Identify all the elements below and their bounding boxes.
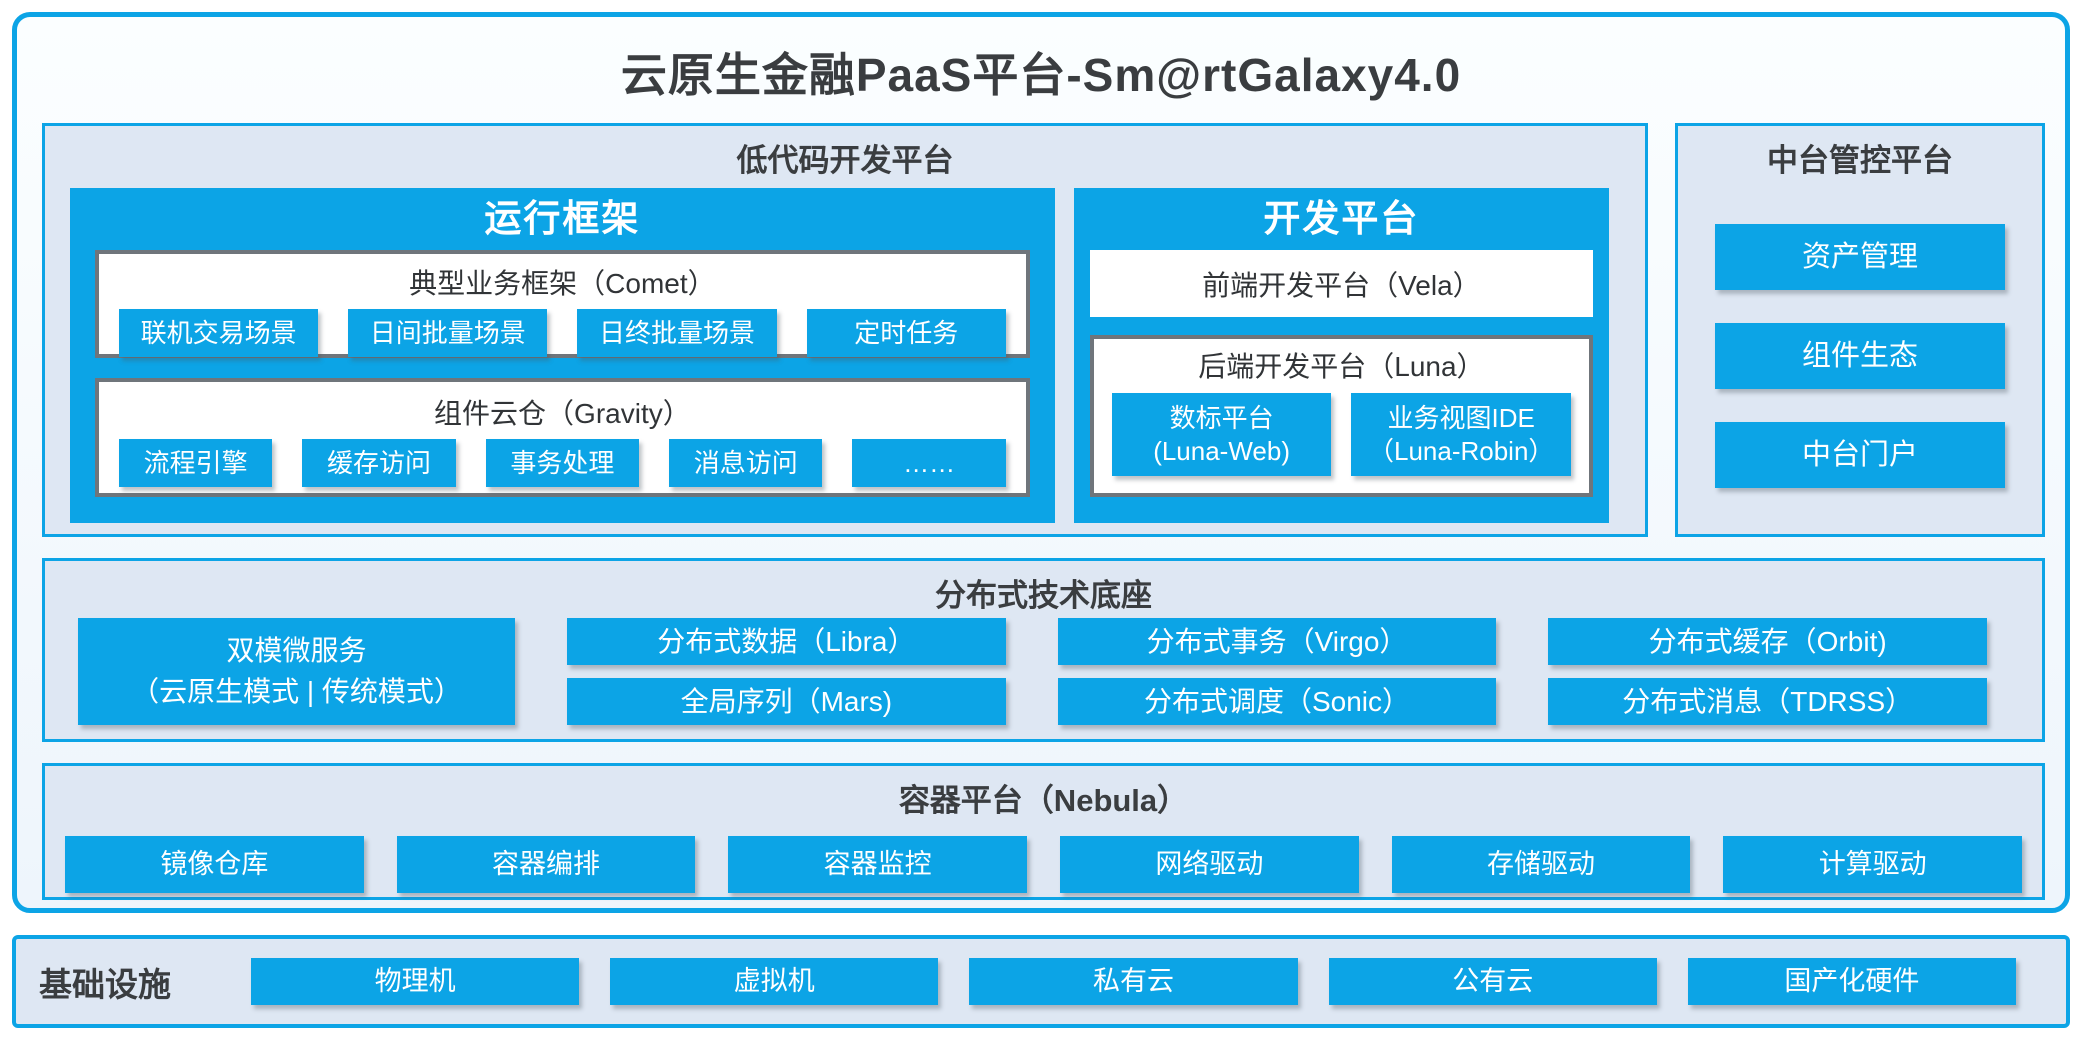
runtime-framework-header: 运行框架 — [484, 198, 641, 239]
comet-item-daytime-batch: 日间批量场景 — [348, 309, 548, 357]
distributed-header: 分布式技术底座 — [935, 578, 1152, 613]
infra-item-private-cloud: 私有云 — [969, 958, 1298, 1005]
top-row: 低代码开发平台 运行框架 典型业务框架（Comet） 联机交易场景 日间批量场景… — [42, 123, 2045, 537]
global-sequence-mars: 全局序列（Mars) — [567, 678, 1006, 725]
nebula-header: 容器平台（Nebula） — [898, 783, 1189, 818]
comet-item-scheduled-task: 定时任务 — [806, 309, 1006, 357]
gravity-item-transaction: 事务处理 — [485, 439, 640, 487]
gravity-item-message-access: 消息访问 — [669, 439, 823, 487]
infra-item-physical-machine: 物理机 — [251, 958, 580, 1005]
distributed-col-3: 分布式缓存（Orbit) 分布式消息（TDRSS） — [1548, 618, 1988, 725]
distributed-cache-orbit: 分布式缓存（Orbit) — [1548, 618, 1988, 665]
distributed-scheduling-sonic: 分布式调度（Sonic） — [1057, 678, 1497, 725]
nebula-item-orchestration: 容器编排 — [396, 836, 696, 893]
midplatform-items: 资产管理 组件生态 中台门户 — [1678, 224, 2042, 488]
luna-items: 数标平台 (Luna-Web) 业务视图IDE （Luna-Robin） — [1094, 393, 1589, 476]
lowcode-body: 运行框架 典型业务框架（Comet） 联机交易场景 日间批量场景 日终批量场景 … — [70, 188, 1609, 523]
page-title: 云原生金融PaaS平台-Sm@rtGalaxy4.0 — [620, 49, 1462, 101]
luna-backend-box: 后端开发平台（Luna） 数标平台 (Luna-Web) 业务视图IDE （Lu… — [1089, 335, 1593, 497]
gravity-warehouse-box: 组件云仓（Gravity） 流程引擎 缓存访问 事务处理 消息访问 …… — [95, 378, 1030, 497]
vela-frontend-box: 前端开发平台（Vela） — [1089, 250, 1593, 317]
nebula-item-compute-driver: 计算驱动 — [1723, 836, 2023, 893]
panel-midplatform-control: 中台管控平台 资产管理 组件生态 中台门户 — [1675, 123, 2045, 537]
comet-item-eod-batch: 日终批量场景 — [577, 309, 777, 357]
gravity-item-more: …… — [852, 439, 1006, 487]
dual-mode-line2: （云原生模式 | 传统模式） — [131, 675, 462, 707]
infra-item-public-cloud: 公有云 — [1328, 958, 1657, 1005]
nebula-item-storage-driver: 存储驱动 — [1391, 836, 1691, 893]
gravity-item-cache-access: 缓存访问 — [302, 439, 456, 487]
luna-robin-line1: 业务视图IDE — [1387, 403, 1535, 433]
luna-item-web: 数标平台 (Luna-Web) — [1111, 393, 1332, 476]
comet-title: 典型业务框架（Comet） — [409, 268, 716, 299]
nebula-item-network-driver: 网络驱动 — [1060, 836, 1359, 893]
midplatform-header: 中台管控平台 — [1767, 143, 1953, 178]
midplatform-item-portal: 中台门户 — [1715, 422, 2005, 488]
luna-web-line1: 数标平台 — [1169, 403, 1274, 433]
dev-platform-header: 开发平台 — [1263, 198, 1420, 239]
distributed-col-1: 分布式数据（Libra） 全局序列（Mars) — [567, 618, 1006, 725]
nebula-item-image-registry: 镜像仓库 — [65, 836, 364, 893]
comet-items: 联机交易场景 日间批量场景 日终批量场景 定时任务 — [99, 309, 1026, 357]
panel-lowcode-platform: 低代码开发平台 运行框架 典型业务框架（Comet） 联机交易场景 日间批量场景… — [42, 123, 1648, 537]
luna-item-robin: 业务视图IDE （Luna-Robin） — [1351, 393, 1572, 476]
distributed-message-tdrss: 分布式消息（TDRSS） — [1548, 678, 1988, 725]
gravity-items: 流程引擎 缓存访问 事务处理 消息访问 …… — [99, 439, 1026, 487]
infrastructure-items: 物理机 虚拟机 私有云 公有云 国产化硬件 — [251, 958, 2017, 1005]
main-board: 云原生金融PaaS平台-Sm@rtGalaxy4.0 低代码开发平台 运行框架 … — [12, 12, 2070, 913]
infra-item-virtual-machine: 虚拟机 — [610, 958, 939, 1005]
comet-item-online-trading: 联机交易场景 — [119, 309, 319, 357]
luna-web-line2: (Luna-Web) — [1153, 435, 1290, 466]
infrastructure-label: 基础设施 — [39, 965, 171, 1003]
distributed-body: 双模微服务 （云原生模式 | 传统模式） 分布式数据（Libra） 全局序列（M… — [78, 618, 1988, 725]
luna-title: 后端开发平台（Luna） — [1198, 351, 1485, 382]
distributed-col-2: 分布式事务（Virgo） 分布式调度（Sonic） — [1057, 618, 1497, 725]
luna-robin-line2: （Luna-Robin） — [1367, 435, 1555, 466]
midplatform-item-component-ecosystem: 组件生态 — [1715, 323, 2005, 389]
nebula-item-monitoring: 容器监控 — [728, 836, 1028, 893]
dual-mode-microservice-box: 双模微服务 （云原生模式 | 传统模式） — [78, 618, 515, 725]
nebula-items: 镜像仓库 容器编排 容器监控 网络驱动 存储驱动 计算驱动 — [65, 836, 2023, 893]
lowcode-header: 低代码开发平台 — [736, 143, 954, 178]
panel-container-platform: 容器平台（Nebula） 镜像仓库 容器编排 容器监控 网络驱动 存储驱动 计算… — [42, 763, 2045, 900]
runtime-framework-box: 运行框架 典型业务框架（Comet） 联机交易场景 日间批量场景 日终批量场景 … — [70, 188, 1055, 523]
panel-distributed-base: 分布式技术底座 双模微服务 （云原生模式 | 传统模式） 分布式数据（Libra… — [42, 558, 2045, 742]
comet-framework-box: 典型业务框架（Comet） 联机交易场景 日间批量场景 日终批量场景 定时任务 — [95, 250, 1030, 358]
panel-infrastructure: 基础设施 物理机 虚拟机 私有云 公有云 国产化硬件 — [12, 935, 2070, 1028]
midplatform-item-asset-management: 资产管理 — [1715, 224, 2005, 290]
gravity-item-process-engine: 流程引擎 — [119, 439, 273, 487]
dual-mode-line1: 双模微服务 — [226, 634, 367, 666]
infra-item-domestic-hardware: 国产化硬件 — [1687, 958, 2017, 1005]
gravity-title: 组件云仓（Gravity） — [434, 398, 691, 429]
distributed-data-libra: 分布式数据（Libra） — [567, 618, 1006, 665]
dev-platform-box: 开发平台 前端开发平台（Vela） 后端开发平台（Luna） 数标平台 (Lun… — [1073, 188, 1609, 523]
vela-title: 前端开发平台（Vela） — [1202, 269, 1481, 301]
distributed-transaction-virgo: 分布式事务（Virgo） — [1057, 618, 1497, 665]
